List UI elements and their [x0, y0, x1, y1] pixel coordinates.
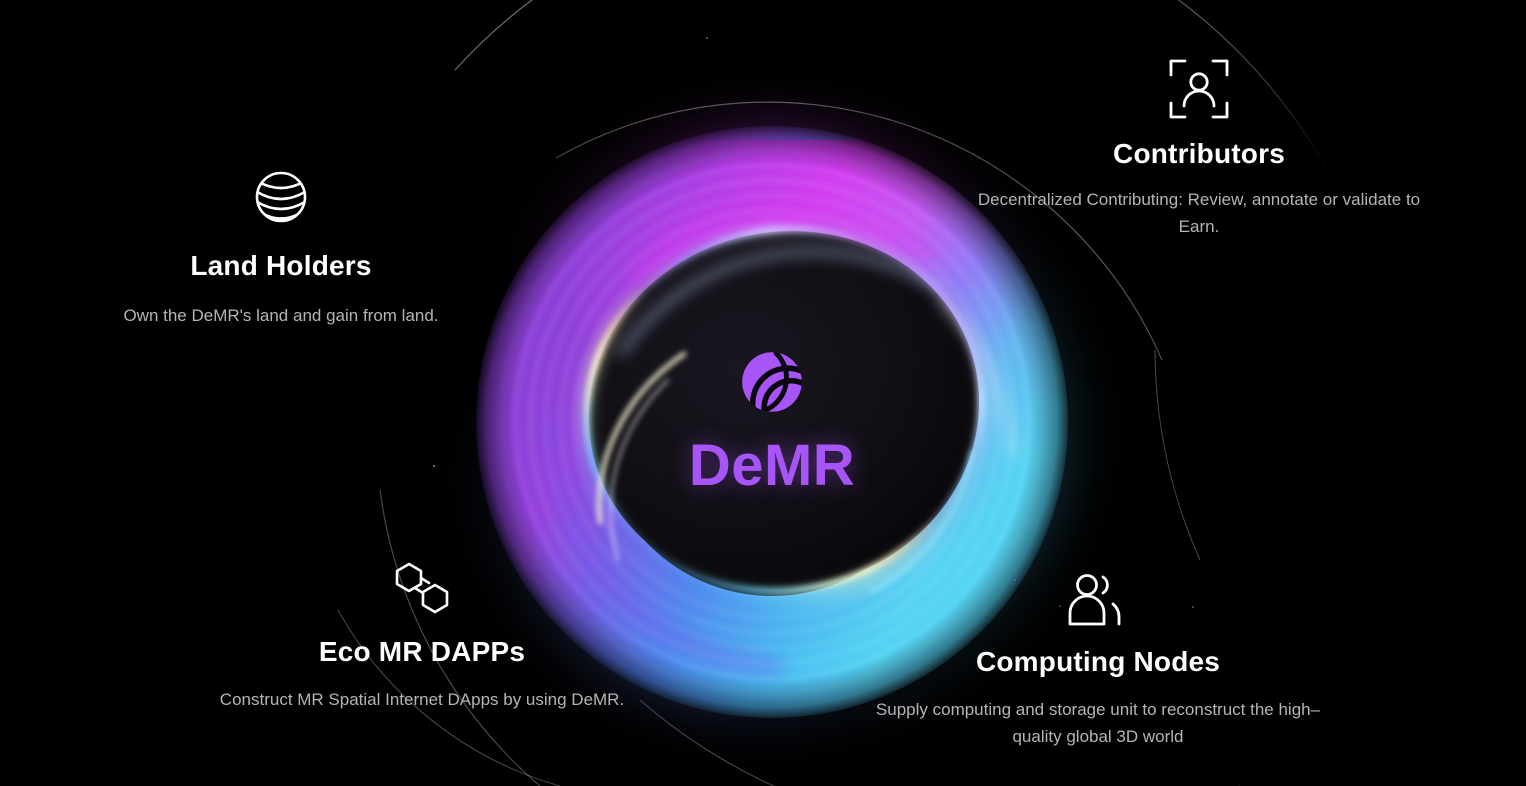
feature-description: Own the DeMR's land and gain from land. — [123, 306, 439, 326]
feature-description: Supply computing and storage unit to rec… — [875, 700, 1321, 747]
feature-eco-mr-dapps[interactable]: Eco MR DAPPs Construct MR Spatial Intern… — [180, 558, 664, 713]
feature-contributors[interactable]: Contributors Decentralized Contributing:… — [960, 58, 1438, 241]
globe-grid-icon — [255, 171, 307, 223]
feature-title: Computing Nodes — [975, 646, 1221, 677]
feature-land-holders[interactable]: Land Holders Own the DeMR's land and gai… — [42, 168, 520, 329]
feature-title: Eco MR DAPPs — [318, 636, 526, 667]
person-scan-frame-icon — [1169, 59, 1229, 119]
polygon-hexagons-icon — [395, 562, 449, 614]
users-group-icon — [1068, 574, 1121, 626]
feature-description: Decentralized Contributing: Review, anno… — [977, 190, 1421, 237]
feature-computing-nodes[interactable]: Computing Nodes Supply computing and sto… — [856, 572, 1340, 751]
gradient-torus-ring — [472, 122, 1072, 722]
feature-description: Construct MR Spatial Internet DApps by u… — [219, 690, 625, 710]
feature-title: Land Holders — [190, 250, 372, 281]
feature-title: Contributors — [1113, 138, 1285, 169]
